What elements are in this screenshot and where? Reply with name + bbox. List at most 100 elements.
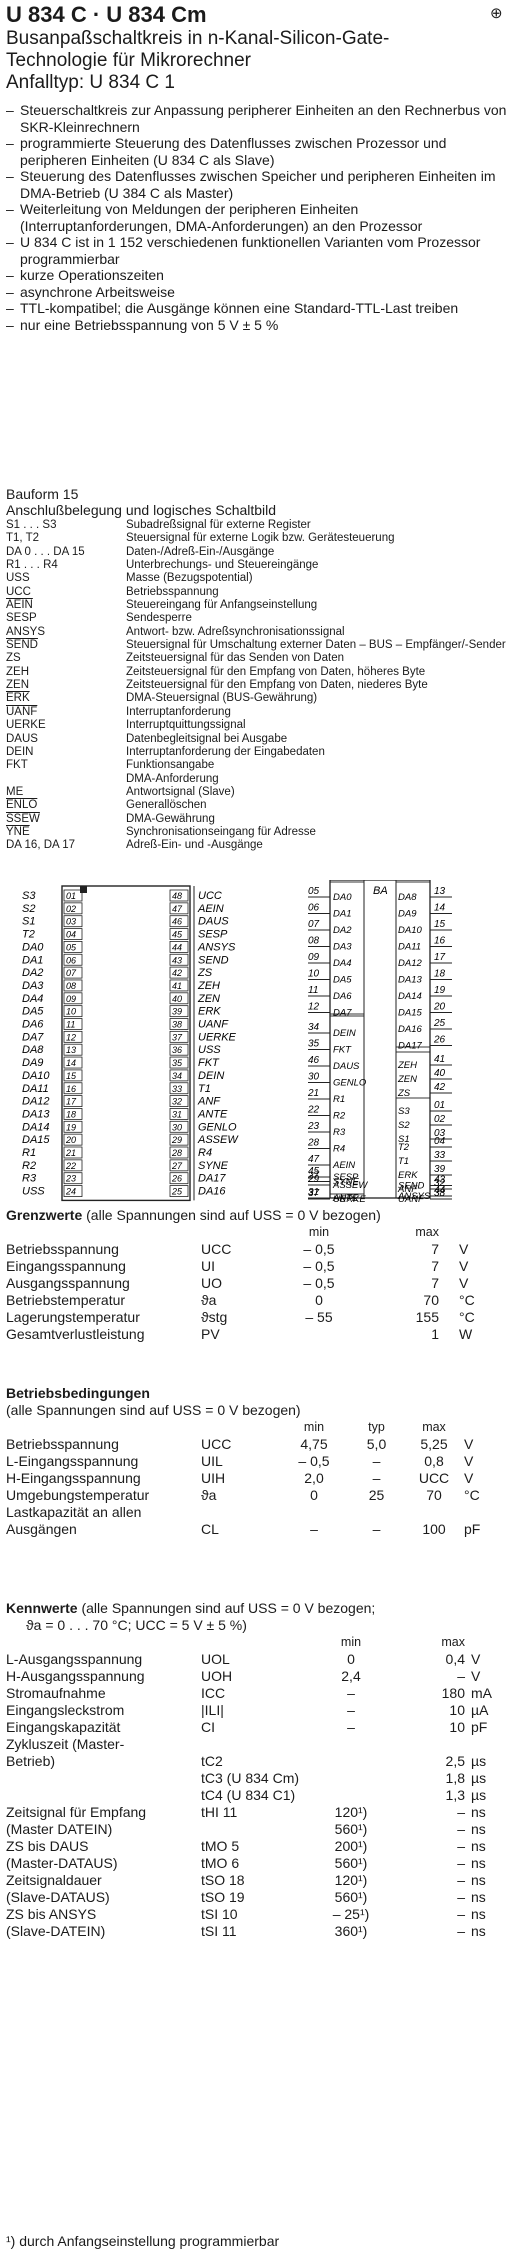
ic-left-pin-label: DA5 xyxy=(22,1006,44,1018)
table-cell-name: Zeitsignaldauer xyxy=(6,1872,102,1888)
logic-pin-label: DA17 xyxy=(398,1041,422,1052)
ic-right-pin-label: UERKE xyxy=(198,1031,237,1043)
table-cell-unit: ns xyxy=(471,1872,486,1888)
logic-pin-number: 47 xyxy=(308,1154,320,1165)
table-cell-unit: °C xyxy=(459,1309,475,1325)
ic-left-pin-label: DA7 xyxy=(22,1031,44,1043)
ic-left-pin-number: 15 xyxy=(66,1071,77,1081)
logic-group-box xyxy=(395,1051,431,1099)
table-cell-unit: µs xyxy=(471,1770,487,1786)
table-cell-sym: CL xyxy=(201,1521,219,1537)
ic-left-pin-box xyxy=(63,1095,83,1108)
table-cell-name: Gesamtverlustleistung xyxy=(6,1326,145,1342)
logic-group-box xyxy=(329,881,365,1015)
logic-pin-number: 12 xyxy=(308,1002,320,1013)
table-row: (Master DATEIN)560¹)–ns xyxy=(6,1821,511,1838)
ic-left-pin-box xyxy=(63,1069,83,1082)
logic-pin-number: 16 xyxy=(434,936,446,947)
table-cell-sym: ICC xyxy=(201,1685,226,1701)
logic-pin-label: GENLO xyxy=(333,1078,367,1089)
pin-signal-description: Interruptanforderung xyxy=(126,705,231,718)
logic-pin-number: 38 xyxy=(434,1188,446,1199)
ic-left-pin-label: R2 xyxy=(22,1160,36,1172)
table-cell-unit: µA xyxy=(471,1702,489,1718)
table-cell-max: – xyxy=(457,1838,465,1854)
pin-signal-name: ZEH xyxy=(6,665,29,678)
table-cell-unit: V xyxy=(459,1258,469,1274)
ic-left-pin-number: 04 xyxy=(66,930,76,940)
logic-pin-number: 21 xyxy=(307,1088,319,1099)
pin-signal-name: DAUS xyxy=(6,732,38,745)
table-cell-min: 560¹) xyxy=(334,1855,368,1871)
table-cell-min: – 0,5 xyxy=(303,1275,335,1291)
table-cell-sym: ϑa xyxy=(201,1487,217,1503)
table-cell-sym: tC2 xyxy=(201,1753,223,1769)
logic-pin-label: T2 xyxy=(398,1142,410,1153)
feature-item: TTL-kompatibel; die Ausgänge können eine… xyxy=(6,300,511,317)
ic-right-pin-number: 33 xyxy=(172,1084,182,1094)
logic-pin-number: 15 xyxy=(434,919,446,930)
ic-right-pin-label: ANF xyxy=(197,1096,221,1108)
table-cell-typ: 5,0 xyxy=(366,1436,387,1452)
ic-left-pin-number: 07 xyxy=(66,968,77,978)
table-cell-name: (Slave-DATEIN) xyxy=(6,1923,106,1939)
logic-pin-label: AEIN xyxy=(332,1160,355,1171)
pin-signal-description: Subadreßsignal für externe Register xyxy=(126,519,311,531)
table-cell-name: H-Ausgangsspannung xyxy=(6,1668,145,1684)
table-cell-min: – 0,5 xyxy=(303,1258,335,1274)
ic-left-pin-box xyxy=(63,1043,83,1056)
ic-left-pin-box xyxy=(63,1185,83,1197)
kennwerte-section: Kennwerte (alle Spannungen sind auf USS … xyxy=(6,1600,511,1940)
ic-left-pin-number: 08 xyxy=(66,981,76,991)
table-cell-sym: ϑstg xyxy=(201,1309,228,1325)
table-cell-name: Eingangsleckstrom xyxy=(6,1702,125,1718)
ic-left-pin-label: R1 xyxy=(22,1147,36,1159)
ic-left-pin-number: 06 xyxy=(66,955,76,965)
table-cell-sym xyxy=(201,1821,311,1838)
table-cell-max: – xyxy=(457,1668,465,1684)
logic-pin-label: S3 xyxy=(398,1106,410,1117)
table-cell-max: 0,8 xyxy=(424,1453,444,1469)
ic-right-pin-box xyxy=(169,1185,189,1197)
logic-pin-number: 28 xyxy=(307,1138,320,1149)
pin-signal-name: DA 16, DA 17 xyxy=(6,839,76,852)
ic-left-pin-label: DA14 xyxy=(22,1121,50,1133)
table-cell-unit: ns xyxy=(471,1923,486,1939)
table-cell-min: – 0,5 xyxy=(298,1453,330,1469)
table-cell-unit: V xyxy=(464,1436,474,1452)
table-cell-sym: UOL xyxy=(201,1651,230,1667)
ic-right-pin-number: 30 xyxy=(172,1122,182,1132)
table-cell-max: 7 xyxy=(431,1275,439,1291)
logic-pin-number: 17 xyxy=(434,952,446,963)
table-cell-sym: CI xyxy=(201,1719,215,1735)
ic-left-pin-label: DA10 xyxy=(22,1070,50,1082)
ic-right-pin-number: 26 xyxy=(171,1174,182,1184)
ic-left-pin-number: 20 xyxy=(65,1135,76,1145)
table-cell-name: Lastkapazität an allen xyxy=(6,1504,142,1520)
pin-signal-description: Interruptquittungssignal xyxy=(126,719,246,732)
ic-right-pin-label: ZEH xyxy=(197,980,220,992)
table-cell-min: 200¹) xyxy=(334,1838,368,1854)
logic-pin-number: 29 xyxy=(307,1174,320,1185)
logic-pin-number: 04 xyxy=(434,1136,446,1147)
table-cell-max: – xyxy=(457,1906,465,1922)
ic-right-pin-box xyxy=(169,928,189,940)
table-cell-sym: tSI 11 xyxy=(201,1923,237,1939)
table-cell-name: Zykluszeit (Master- xyxy=(6,1736,125,1752)
logic-pin-label: DA0 xyxy=(333,892,352,903)
